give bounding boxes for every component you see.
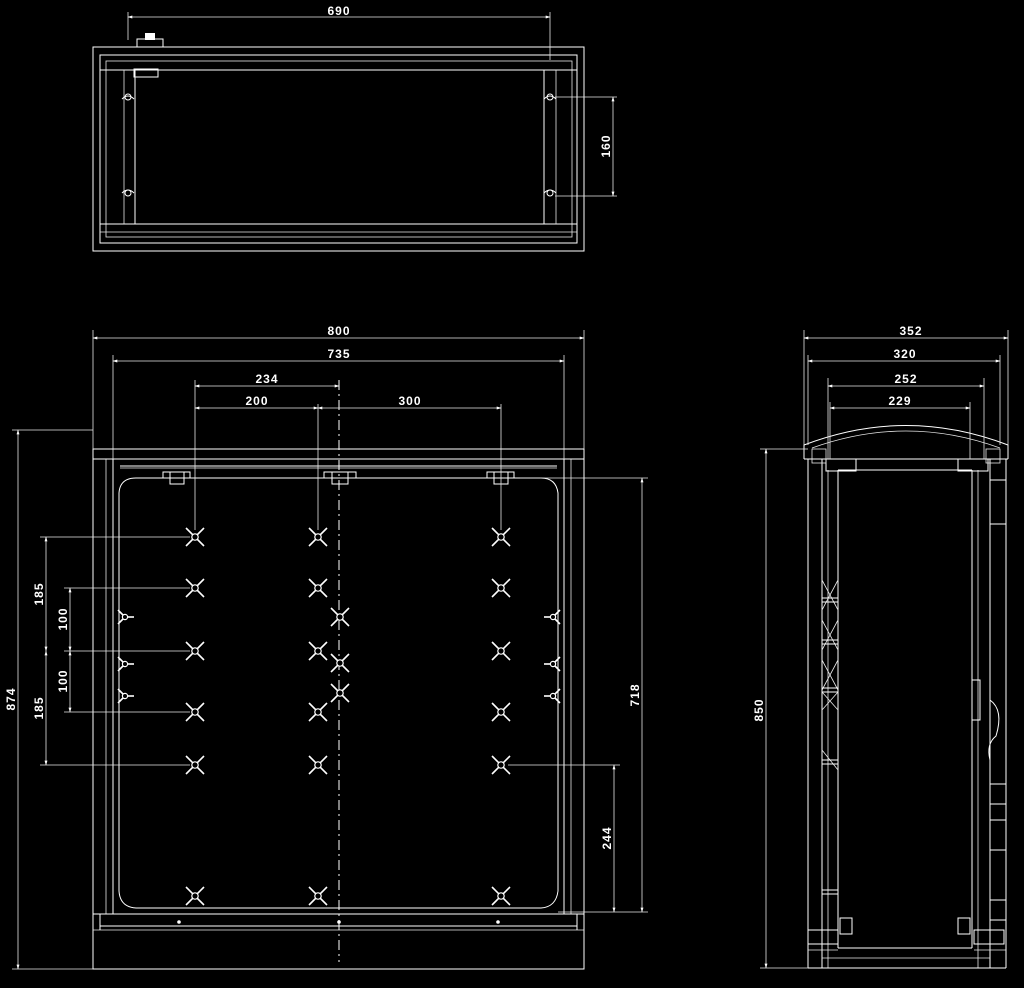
- side-clip: [117, 609, 135, 625]
- mount-point: [330, 607, 350, 627]
- mount-point: [491, 578, 511, 598]
- vertical-spacing-100-lower-dimension: 100: [56, 669, 70, 692]
- side-depth-352-dimension: 352: [899, 324, 922, 338]
- side-depth-252-dimension: 252: [894, 372, 917, 386]
- mount-spacing-234-dimension: 234: [255, 372, 278, 386]
- mount-point: [330, 683, 350, 703]
- bottom-spacing-244-dimension: 244: [600, 826, 614, 849]
- mount-point: [330, 653, 350, 673]
- side-depth-320-dimension: 320: [893, 347, 916, 361]
- mount-point: [308, 886, 328, 906]
- front-inner-width-dimension: 735: [327, 347, 350, 361]
- mount-point: [308, 641, 328, 661]
- side-clip: [117, 688, 135, 704]
- side-depth-229-dimension: 229: [888, 394, 911, 408]
- front-overall-width-dimension: 800: [327, 324, 350, 338]
- side-view-roof: [803, 425, 1009, 459]
- mount-spacing-300-dimension: 300: [398, 394, 421, 408]
- mount-point: [308, 702, 328, 722]
- top-width-dimension: 690: [327, 4, 350, 18]
- mount-point: [308, 578, 328, 598]
- side-view: 352 320 252 229 850: [752, 324, 1009, 969]
- mount-spacing-200-dimension: 200: [245, 394, 268, 408]
- mount-point: [491, 641, 511, 661]
- side-height-850-dimension: 850: [752, 698, 766, 721]
- lock-knob-icon: [133, 33, 164, 78]
- front-overall-height-dimension: 874: [4, 687, 18, 710]
- vertical-spacing-100-upper-dimension: 100: [56, 607, 70, 630]
- top-rail-spacing-dimension: 160: [599, 134, 613, 157]
- vertical-spacing-185-upper-dimension: 185: [32, 582, 46, 605]
- mount-point: [491, 886, 511, 906]
- mount-point: [185, 886, 205, 906]
- side-clip: [117, 656, 135, 672]
- front-inner-height-dimension: 718: [628, 683, 642, 706]
- vertical-spacing-185-lower-dimension: 185: [32, 696, 46, 719]
- mount-point: [491, 527, 511, 547]
- top-view-inner-frame: [99, 54, 578, 244]
- mount-point: [308, 527, 328, 547]
- top-view: 690 160: [92, 4, 617, 252]
- top-view-outer-frame: [92, 46, 585, 252]
- mount-point: [491, 702, 511, 722]
- mount-point: [491, 755, 511, 775]
- front-view: 800 735 234 200 300 185 100 100 185: [4, 324, 648, 970]
- mounting-plate: [118, 477, 559, 909]
- mount-point: [308, 755, 328, 775]
